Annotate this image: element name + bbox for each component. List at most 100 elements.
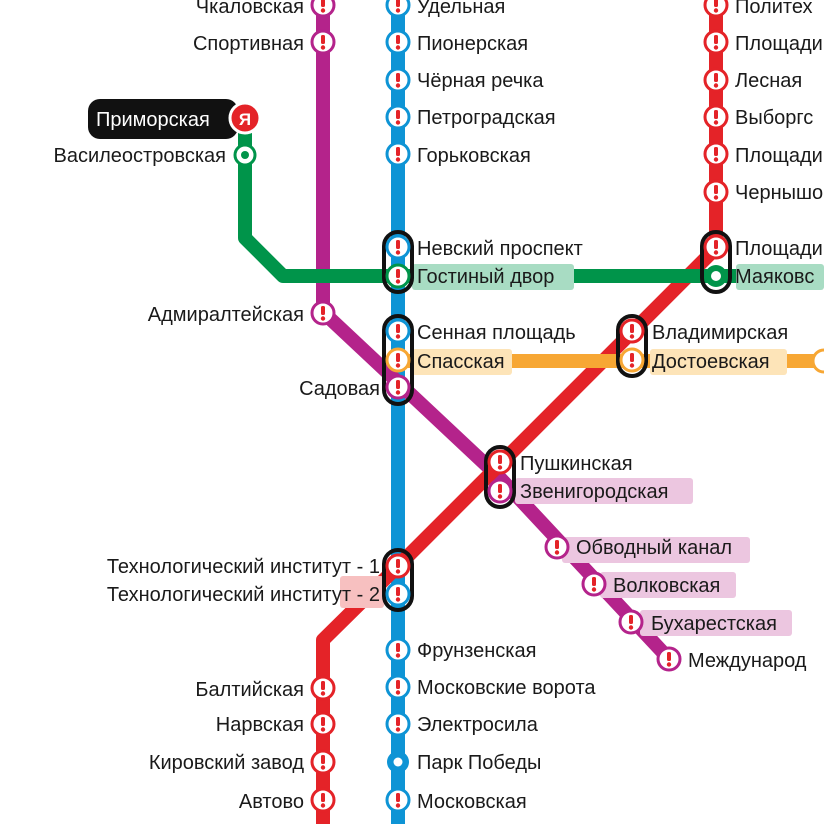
station-udelnaya-closure-icon[interactable] bbox=[385, 0, 411, 18]
label-sportivnaya[interactable]: Спортивная bbox=[193, 33, 304, 55]
station-spasskaya-closure-icon[interactable] bbox=[385, 347, 411, 373]
label-dostoevskaya[interactable]: Достоевская bbox=[652, 351, 770, 373]
label-zvenigorodskaya[interactable]: Звенигородская bbox=[520, 481, 668, 503]
orange-line-end-marker bbox=[811, 348, 824, 374]
label-ploshchad-1[interactable]: Площади bbox=[735, 33, 823, 55]
station-dostoevskaya-closure-icon[interactable] bbox=[619, 347, 645, 373]
label-vasileostrovskaya[interactable]: Василеостровская bbox=[54, 145, 227, 167]
obvodny-label-bg bbox=[562, 537, 750, 563]
station-vladimirskaya-closure-icon[interactable] bbox=[619, 318, 645, 344]
station-ploshchad-3-closure-icon[interactable] bbox=[703, 234, 729, 260]
label-pionerskaya[interactable]: Пионерская bbox=[417, 33, 528, 55]
station-elektrosila-closure-icon[interactable] bbox=[385, 711, 411, 737]
label-avtovo[interactable]: Автово bbox=[239, 791, 304, 813]
station-admiralteyskaya-closure-icon[interactable] bbox=[310, 300, 336, 326]
station-tech-institute-2-closure-icon[interactable] bbox=[385, 581, 411, 607]
station-petrogradskaya-closure-icon[interactable] bbox=[385, 104, 411, 130]
transfer-sennaya-spasskaya-sadovaya[interactable] bbox=[382, 314, 414, 406]
label-bukharestskaya[interactable]: Бухарестская bbox=[651, 613, 777, 635]
label-chernysh[interactable]: Чернышо bbox=[735, 182, 823, 204]
station-frunzenskaya-closure-icon[interactable] bbox=[385, 637, 411, 663]
label-mayakov[interactable]: Маяковс bbox=[735, 266, 814, 288]
station-moskovskie-vorota-closure-icon[interactable] bbox=[385, 674, 411, 700]
tech2-label-bg bbox=[340, 576, 384, 608]
station-park-pobedy-marker[interactable] bbox=[387, 751, 409, 773]
label-admiralteyskaya[interactable]: Адмиралтейская bbox=[148, 304, 304, 326]
zvenigorodskaya-label-bg bbox=[515, 478, 693, 504]
label-ploshchad-2[interactable]: Площади bbox=[735, 145, 823, 167]
station-pionerskaya-closure-icon[interactable] bbox=[385, 29, 411, 55]
label-kirovsky-zavod[interactable]: Кировский завод bbox=[149, 752, 304, 774]
transfer-tech-institute[interactable] bbox=[382, 548, 414, 612]
selected-station-badge[interactable]: Приморская Я bbox=[88, 99, 262, 139]
label-tech-institute-2[interactable]: Технологический институт - 2 bbox=[107, 584, 380, 606]
label-spasskaya[interactable]: Спасская bbox=[417, 351, 505, 373]
transfer-pushkinskaya-zvenigorodskaya[interactable] bbox=[484, 445, 516, 509]
label-narvskaya[interactable]: Нарвская bbox=[216, 714, 304, 736]
station-chernysh-closure-icon[interactable] bbox=[703, 179, 729, 205]
station-ploshchad-2-closure-icon[interactable] bbox=[703, 141, 729, 167]
label-tech-institute-1[interactable]: Технологический институт - 1 bbox=[107, 556, 380, 578]
volkovskaya-label-bg bbox=[600, 572, 736, 598]
station-vasileostrovskaya-marker[interactable] bbox=[233, 143, 257, 167]
label-elektrosila[interactable]: Электросила bbox=[417, 714, 539, 736]
label-chernaya-rechka[interactable]: Чёрная речка bbox=[417, 70, 544, 92]
station-moskovskaya-closure-icon[interactable] bbox=[385, 787, 411, 813]
station-avtovo-closure-icon[interactable] bbox=[310, 787, 336, 813]
station-obvodny-closure-icon[interactable] bbox=[544, 534, 570, 560]
station-mezhdunarodnaya-closure-icon[interactable] bbox=[656, 646, 682, 672]
station-nevsky-prospekt-closure-icon[interactable] bbox=[385, 234, 411, 260]
station-vyborg-closure-icon[interactable] bbox=[703, 104, 729, 130]
selected-station-label: Приморская bbox=[96, 109, 210, 131]
label-baltiyskaya[interactable]: Балтийская bbox=[195, 679, 304, 701]
label-pushkinskaya[interactable]: Пушкинская bbox=[520, 453, 633, 475]
label-park-pobedy[interactable]: Парк Победы bbox=[417, 752, 541, 774]
label-gostiny-dvor[interactable]: Гостиный двор bbox=[417, 266, 554, 288]
spasskaya-label-bg bbox=[412, 349, 512, 375]
station-zvenigorodskaya-closure-icon[interactable] bbox=[487, 478, 513, 504]
station-baltiyskaya-closure-icon[interactable] bbox=[310, 675, 336, 701]
station-gostiny-dvor-closure-icon[interactable] bbox=[385, 263, 411, 289]
label-udelnaya[interactable]: Удельная bbox=[417, 0, 505, 18]
station-lesnaya-closure-icon[interactable] bbox=[703, 67, 729, 93]
station-narvskaya-closure-icon[interactable] bbox=[310, 711, 336, 737]
station-tech-institute-1-closure-icon[interactable] bbox=[385, 553, 411, 579]
station-sennaya-closure-icon[interactable] bbox=[385, 318, 411, 344]
dostoevskaya-label-bg bbox=[650, 349, 787, 375]
station-volkovskaya-closure-icon[interactable] bbox=[581, 571, 607, 597]
bukharestskaya-label-bg bbox=[640, 610, 792, 636]
label-moskovskaya[interactable]: Московская bbox=[417, 791, 527, 813]
label-volkovskaya[interactable]: Волковская bbox=[613, 575, 720, 597]
station-gorkovskaya-closure-icon[interactable] bbox=[385, 141, 411, 167]
label-vladimirskaya[interactable]: Владимирская bbox=[652, 322, 788, 344]
station-sportivnaya-closure-icon[interactable] bbox=[310, 29, 336, 55]
label-gorkovskaya[interactable]: Горьковская bbox=[417, 145, 531, 167]
station-ploshchad-1-closure-icon[interactable] bbox=[703, 29, 729, 55]
label-sadovaya[interactable]: Садовая bbox=[299, 378, 380, 400]
label-chkalovskaya[interactable]: Чкаловская bbox=[196, 0, 304, 18]
station-chkalovskaya-closure-icon[interactable] bbox=[310, 0, 336, 18]
station-mayakov-marker[interactable] bbox=[705, 265, 727, 287]
label-frunzenskaya[interactable]: Фрунзенская bbox=[417, 640, 536, 662]
station-politekh-closure-icon[interactable] bbox=[703, 0, 729, 18]
label-obvodny[interactable]: Обводный канал bbox=[576, 537, 732, 559]
label-moskovskie-vorota[interactable]: Московские ворота bbox=[417, 677, 596, 699]
station-bukharestskaya-closure-icon[interactable] bbox=[618, 609, 644, 635]
label-mezhdunarodnaya[interactable]: Международ bbox=[688, 650, 807, 672]
label-ploshchad-3[interactable]: Площади bbox=[735, 238, 823, 260]
transfer-vladimirskaya-dostoevskaya[interactable] bbox=[616, 314, 648, 378]
label-nevsky-prospekt[interactable]: Невский проспект bbox=[417, 238, 583, 260]
label-petrogradskaya[interactable]: Петроградская bbox=[417, 107, 556, 129]
label-politekh[interactable]: Политех bbox=[735, 0, 813, 18]
station-pushkinskaya-closure-icon[interactable] bbox=[487, 449, 513, 475]
label-lesnaya[interactable]: Лесная bbox=[735, 70, 802, 92]
station-chernaya-rechka-closure-icon[interactable] bbox=[385, 67, 411, 93]
label-sennaya[interactable]: Сенная площадь bbox=[417, 322, 576, 344]
transfer-ploshchad-mayakov[interactable] bbox=[700, 230, 732, 294]
station-kirovsky-zavod-closure-icon[interactable] bbox=[310, 749, 336, 775]
transfer-nevsky-gostiny[interactable] bbox=[382, 230, 414, 294]
label-vyborg[interactable]: Выборгс bbox=[735, 107, 813, 129]
station-sadovaya-closure-icon[interactable] bbox=[385, 374, 411, 400]
gostiny-label-bg bbox=[412, 264, 574, 290]
